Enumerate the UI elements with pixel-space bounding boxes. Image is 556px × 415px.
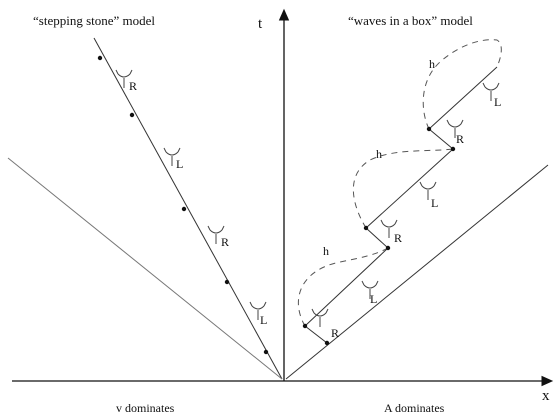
right-footer: A dominates [384,401,445,415]
fork-glyph-6 [361,280,379,299]
left-footer: v dominates [116,401,175,415]
label-h-1: h [323,244,329,258]
fork-glyph-9 [446,119,464,138]
hop-arc-2 [352,148,454,229]
label-l-left-2: L [260,313,267,327]
box-connector-2 [365,227,389,249]
label-r-right-1: R [331,326,339,340]
x-axis-label: x [542,388,550,404]
fork-glyph-8 [419,181,437,200]
stone-dot-3 [181,206,187,212]
hop-arc-1 [297,247,389,327]
label-h-3: h [429,57,435,71]
label-h-2: h [376,147,382,161]
label-r-left-2: R [221,235,229,249]
fork-glyph-1 [115,69,133,88]
label-r-right-2: R [394,231,402,245]
stone-dot-4 [224,279,230,285]
label-r-left-1: R [129,79,137,93]
box-dot-5 [426,126,432,132]
fork-glyph-3 [207,225,225,244]
box-connector-1 [304,325,328,344]
t-axis-label: t [258,16,263,32]
stone-dot-5 [263,349,269,355]
label-r-right-3: R [456,132,464,146]
fork-glyph-7 [380,219,398,238]
stone-dot-2 [129,112,135,118]
box-wall-segment-3 [428,66,498,130]
box-wall-segment-1 [304,247,389,327]
fork-glyph-2 [163,147,181,166]
box-wall-segment-2 [365,148,454,229]
label-l-right-3: L [494,95,501,109]
left-light-cone-line [7,157,283,380]
box-connector-3 [428,128,454,150]
label-l-right-2: L [431,196,438,210]
right-light-cone-line [285,164,549,380]
label-l-right-1: L [370,292,377,306]
box-dot-1 [302,323,308,329]
hop-arc-3 [422,39,502,130]
label-l-left-1: L [176,157,183,171]
box-dot-4 [385,245,391,251]
box-dot-2 [324,340,330,346]
stepping-stone-worldline [93,37,283,380]
box-dot-6 [450,146,456,152]
right-model-title: “waves in a box” model [348,13,473,28]
fork-glyph-5 [311,308,329,327]
fork-glyph-4 [249,301,267,320]
fork-glyph-10 [482,82,500,101]
stone-dot-1 [97,55,103,61]
left-model-title: “stepping stone” model [33,13,155,28]
box-dot-3 [363,225,369,231]
